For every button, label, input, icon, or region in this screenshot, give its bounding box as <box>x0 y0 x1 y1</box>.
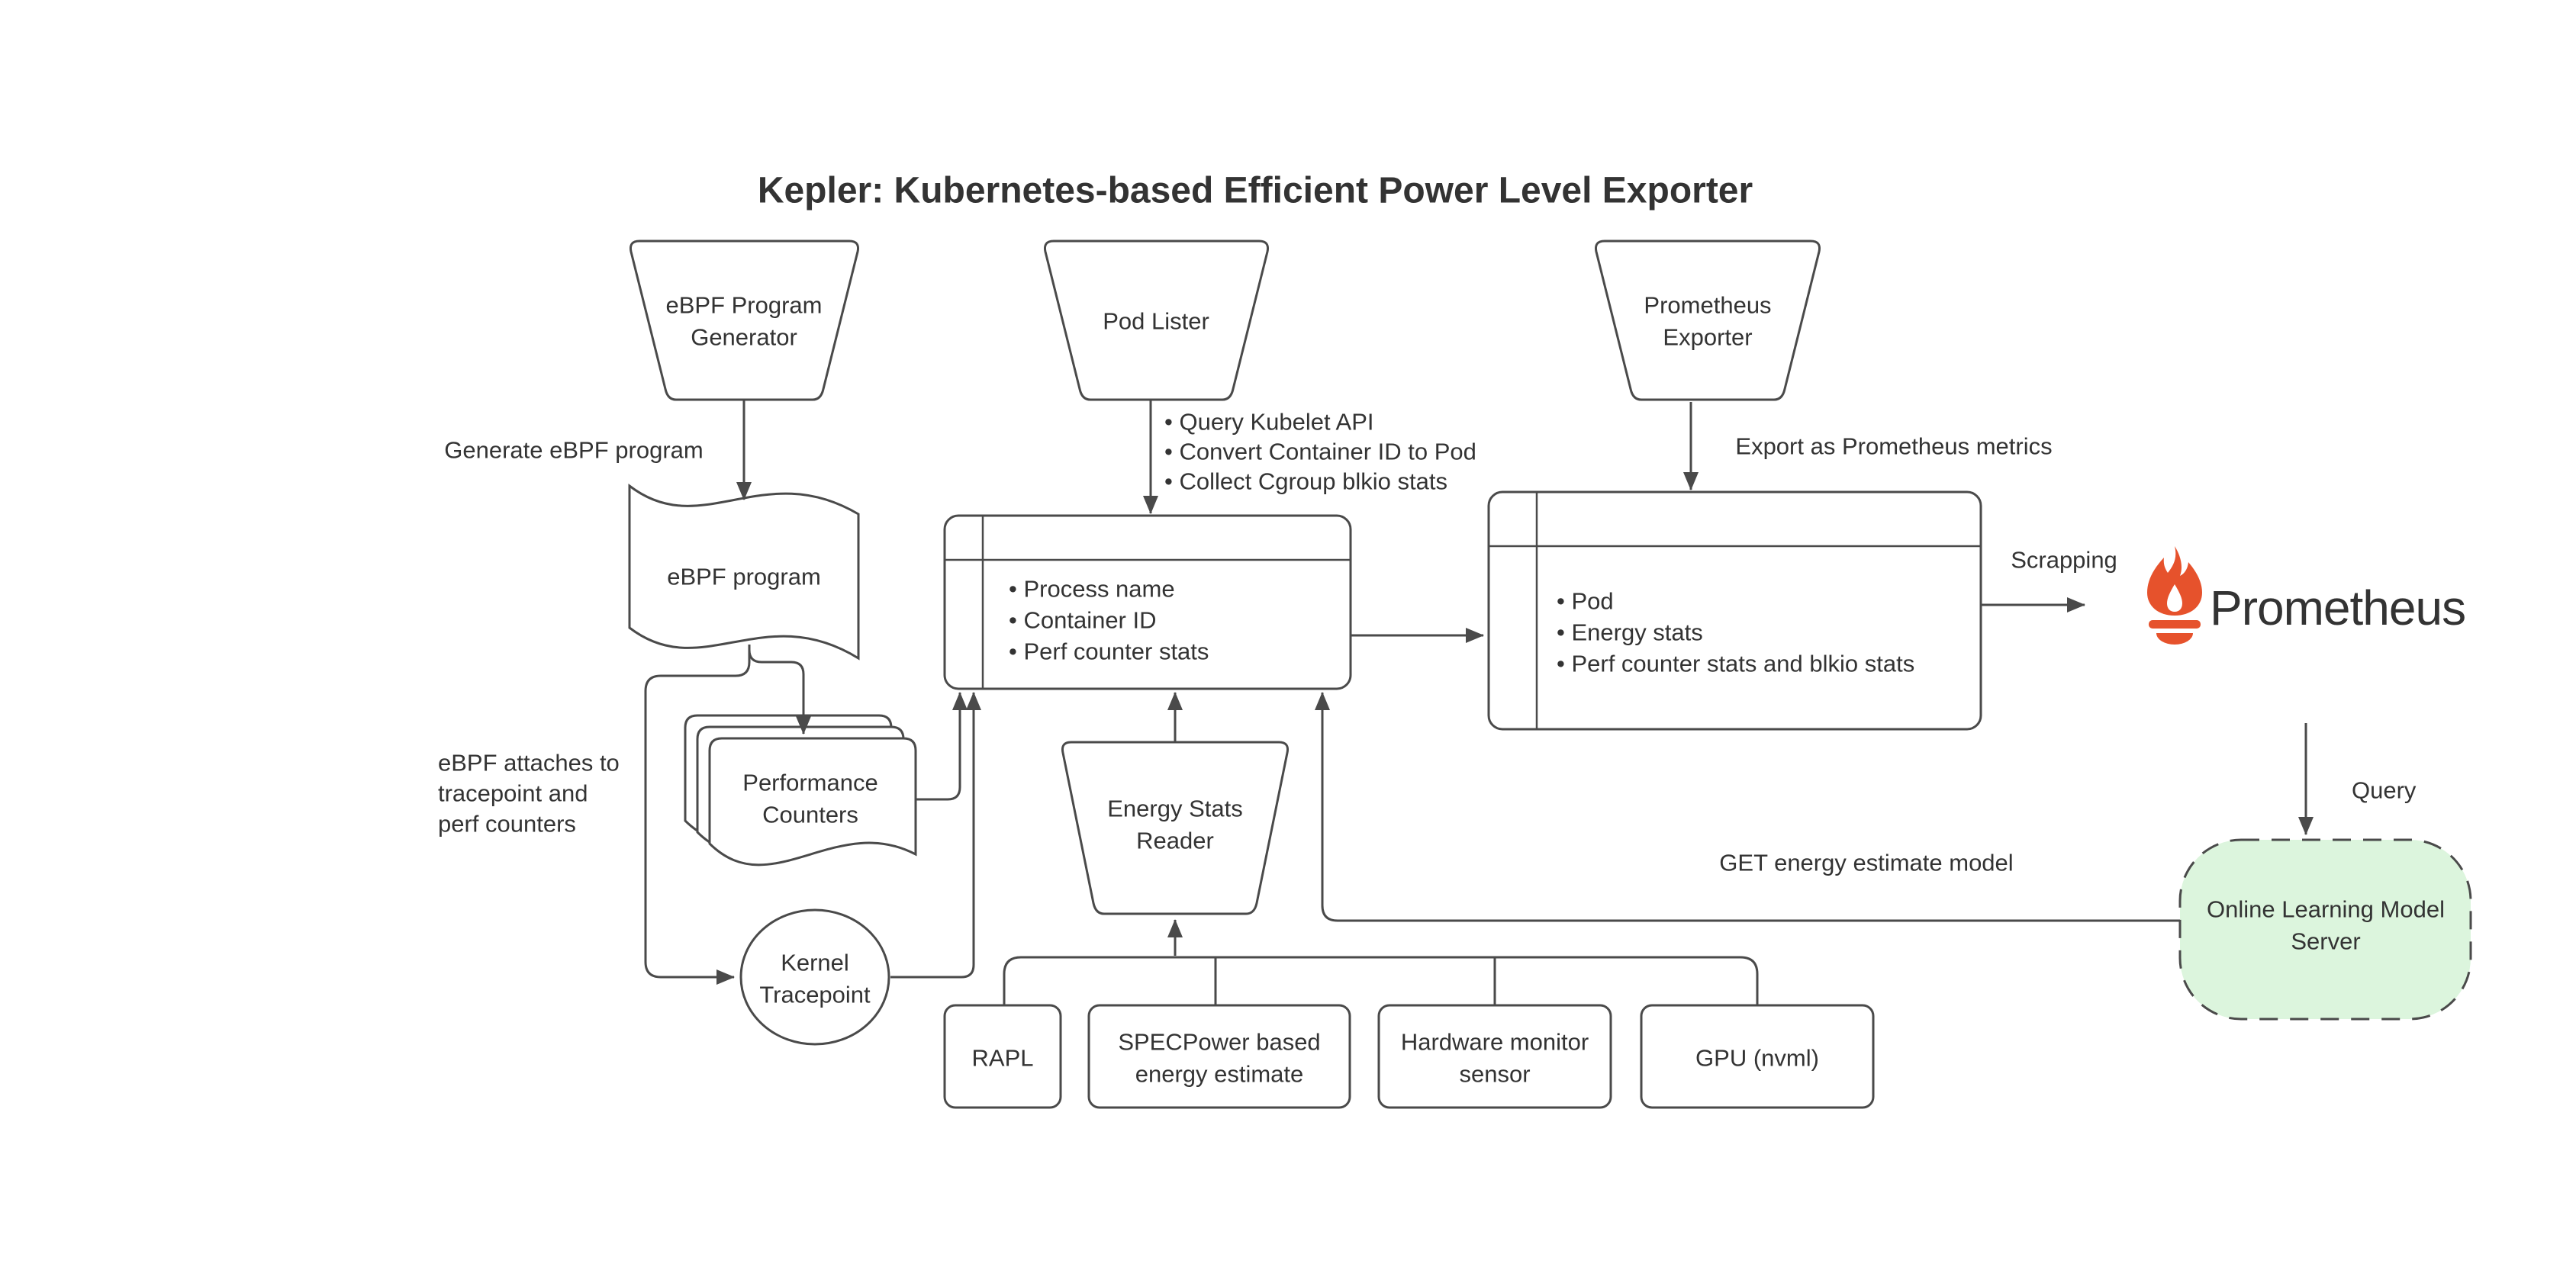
node-specpower: SPECPower based energy estimate <box>1087 1004 1351 1109</box>
label-generate-ebpf-program: Generate eBPF program <box>444 437 703 464</box>
table-bullet: • Process name <box>1009 576 1175 603</box>
prometheus-flame-icon <box>2147 546 2202 645</box>
torch-bar <box>2149 620 2201 629</box>
table-shape <box>1487 490 1982 731</box>
node-hardware-monitor-sensor: Hardware monitor sensor <box>1377 1004 1612 1109</box>
node-label: sensor <box>1459 1061 1530 1088</box>
rounded-dashed-box <box>2178 838 2472 1021</box>
node-label: energy estimate <box>1135 1061 1304 1088</box>
trapezoid-shape <box>630 240 859 401</box>
node-pod-stats-table: • Pod • Energy stats • Perf counter stat… <box>1487 490 1982 731</box>
node-label: Generator <box>691 324 797 351</box>
node-label: Performance <box>742 770 877 796</box>
flame-outer <box>2147 546 2202 616</box>
trapezoid-shape <box>1061 741 1289 915</box>
trapezoid-shape <box>1044 240 1269 401</box>
node-label: Online Learning Model <box>2207 896 2445 923</box>
prometheus-logo: Prometheus <box>2147 546 2466 645</box>
source-box <box>943 1004 1062 1109</box>
arrow-online-server-to-process-table <box>1315 692 2180 922</box>
label-scrapping: Scrapping <box>2011 547 2117 574</box>
node-gpu-nvml: GPU (nvml) <box>1640 1004 1875 1109</box>
label-get-model: GET energy estimate model <box>1719 850 2013 876</box>
node-energy-stats-reader: Energy Stats Reader <box>1061 741 1289 915</box>
table-bullet: • Perf counter stats <box>1009 638 1209 665</box>
node-label: Prometheus <box>1644 292 1771 319</box>
node-label: Hardware monitor <box>1401 1029 1589 1056</box>
label-pod-lister-note: • Collect Cgroup blkio stats <box>1164 468 1447 495</box>
node-process-stats-table: • Process name • Container ID • Perf cou… <box>943 514 1352 690</box>
table-bullet: • Container ID <box>1009 607 1157 634</box>
trapezoid-shape <box>1595 240 1821 401</box>
source-box <box>1087 1004 1351 1109</box>
node-ebpf-program-document: eBPF program <box>628 483 860 661</box>
node-label: Energy Stats <box>1107 796 1242 822</box>
label-ebpf-attaches: tracepoint and <box>438 780 588 807</box>
node-rapl: RAPL <box>943 1004 1062 1109</box>
sources-bracket-line <box>1003 956 1759 1005</box>
node-label: Server <box>2291 928 2360 955</box>
node-ebpf-program-generator: eBPF Program Generator <box>630 240 859 401</box>
node-pod-lister: Pod Lister <box>1044 240 1269 401</box>
node-label: RAPL <box>972 1045 1034 1072</box>
node-label: eBPF Program <box>665 292 822 319</box>
label-query: Query <box>2352 777 2417 804</box>
document-shape <box>628 483 860 661</box>
arrow-performance-counters-to-process-table <box>916 692 968 801</box>
edges <box>644 400 2314 1005</box>
page-title: Kepler: Kubernetes-based Efficient Power… <box>758 171 1753 211</box>
torch-bowl <box>2156 633 2193 645</box>
node-label: GPU (nvml) <box>1695 1045 1819 1072</box>
node-label: Reader <box>1136 828 1214 854</box>
table-bullet: • Energy stats <box>1557 619 1703 646</box>
label-pod-lister-note: • Query Kubelet API <box>1164 409 1374 436</box>
node-label: SPECPower based <box>1118 1029 1320 1056</box>
table-bullet: • Pod <box>1557 588 1614 615</box>
node-performance-counters: Performance Counters <box>684 714 917 866</box>
label-ebpf-attaches: perf counters <box>438 811 576 838</box>
table-bullet: • Perf counter stats and blkio stats <box>1557 651 1914 677</box>
node-prometheus-exporter: Prometheus Exporter <box>1595 240 1821 401</box>
label-export-metrics: Export as Prometheus metrics <box>1735 433 2052 460</box>
source-box <box>1377 1004 1612 1109</box>
node-kernel-tracepoint: Kernel Tracepoint <box>739 908 890 1046</box>
circle-shape <box>739 908 890 1046</box>
arrow-document-to-kernel-tracepoint <box>644 645 751 985</box>
label-ebpf-attaches: eBPF attaches to <box>438 750 620 776</box>
arrow-kernel-tracepoint-to-process-table <box>890 692 981 979</box>
node-online-learning-model-server: Online Learning Model Server <box>2178 838 2472 1021</box>
flame-inner-cutout <box>2167 584 2182 612</box>
stacked-card-front <box>708 737 917 866</box>
node-label: Tracepoint <box>759 982 871 1008</box>
node-label: eBPF program <box>667 564 821 590</box>
node-label: Counters <box>762 802 858 828</box>
node-label: Kernel <box>781 950 849 976</box>
label-pod-lister-note: • Convert Container ID to Pod <box>1164 439 1476 465</box>
node-label: Pod Lister <box>1103 308 1209 335</box>
prometheus-wordmark: Prometheus <box>2210 580 2465 635</box>
node-label: Exporter <box>1663 324 1752 351</box>
